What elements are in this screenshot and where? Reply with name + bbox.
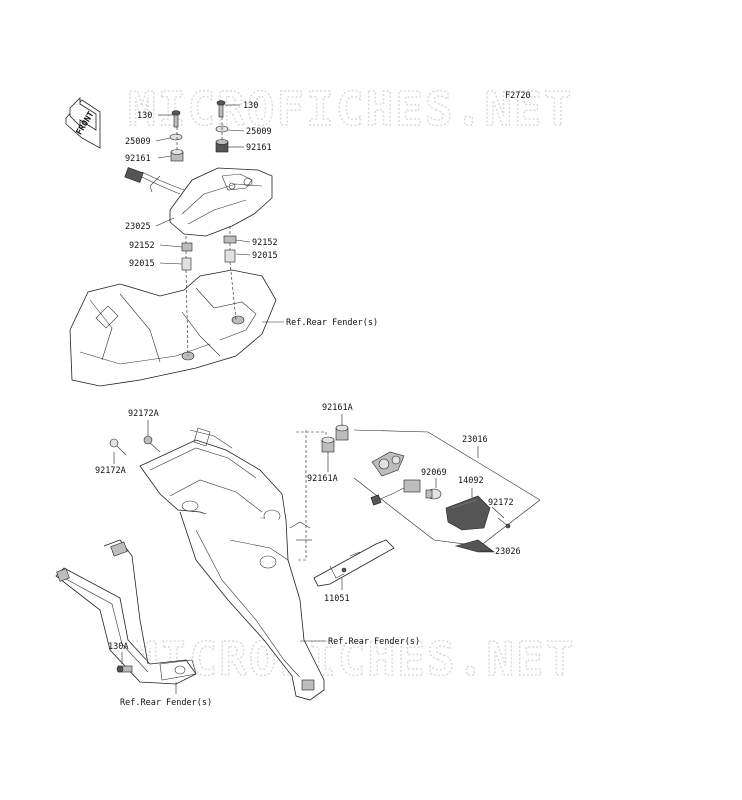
- callout-23026: 23026: [495, 547, 521, 557]
- callout-25009-right: 25009: [246, 127, 272, 137]
- callout-92172A-left: 92172A: [95, 466, 126, 476]
- bulb-92069: [425, 488, 442, 500]
- diagram-code: F2720: [505, 91, 531, 101]
- callout-130-right: 130: [243, 101, 258, 111]
- callout-92015-left: 92015: [129, 259, 155, 269]
- front-arrow-icon: FRONT: [65, 97, 101, 149]
- license-light-housing: [371, 451, 405, 477]
- lens-14092: [445, 495, 491, 531]
- callout-92161A-top: 92161A: [322, 403, 353, 413]
- spacer-92015-right: [224, 249, 236, 263]
- pad-23026: [454, 539, 495, 553]
- screw-92172A-left: [109, 438, 127, 456]
- bolt-130-right: [216, 100, 226, 118]
- callout-14092: 14092: [458, 476, 484, 486]
- license-light-assembly-box: [353, 429, 541, 547]
- washer-25009-left: [169, 133, 183, 141]
- callout-92172: 92172: [488, 498, 514, 508]
- callout-92152-left: 92152: [129, 241, 155, 251]
- callout-11051: 11051: [324, 594, 350, 604]
- screw-92172A-top: [143, 435, 161, 453]
- rear-fender-upper: [69, 269, 277, 387]
- plate-bracket-11051: [313, 539, 395, 587]
- callout-92015-right: 92015: [252, 251, 278, 261]
- callout-92161A-bottom: 92161A: [307, 474, 338, 484]
- socket-wire: [370, 479, 421, 506]
- watermark-top: MICROFICHES.NET: [128, 82, 573, 136]
- callout-25009-left: 25009: [125, 137, 151, 147]
- ref-rear-fender-3: Ref.Rear Fender(s): [120, 698, 212, 708]
- screw-92172: [497, 517, 511, 529]
- grommet-92161-right: [215, 139, 229, 153]
- bolt-130A: [116, 665, 133, 673]
- spacer-92015-left: [181, 257, 192, 271]
- callout-23025: 23025: [125, 222, 151, 232]
- watermark-bottom: MICROFICHES.NET: [130, 632, 575, 686]
- grommet-92161A-bottom: [321, 436, 335, 453]
- tail-light-23025: [124, 167, 273, 237]
- license-bracket-frame: [139, 427, 325, 701]
- grommet-92161-left: [170, 149, 184, 162]
- callout-23016: 23016: [462, 435, 488, 445]
- collar-92152-right: [223, 235, 237, 244]
- callout-130A: 130A: [108, 642, 128, 652]
- collar-92152-left: [181, 242, 193, 252]
- bolt-130-left: [171, 110, 181, 128]
- ref-rear-fender-2: Ref.Rear Fender(s): [328, 637, 420, 647]
- callout-92152-right: 92152: [252, 238, 278, 248]
- grommet-92161A-top: [335, 424, 349, 441]
- callout-92069: 92069: [421, 468, 447, 478]
- ref-rear-fender-1: Ref.Rear Fender(s): [286, 318, 378, 328]
- callout-130-left: 130: [137, 111, 152, 121]
- callout-92161-right: 92161: [246, 143, 272, 153]
- rear-fender-lower: [55, 539, 197, 685]
- callout-92161-left: 92161: [125, 154, 151, 164]
- callout-92172A-top: 92172A: [128, 409, 159, 419]
